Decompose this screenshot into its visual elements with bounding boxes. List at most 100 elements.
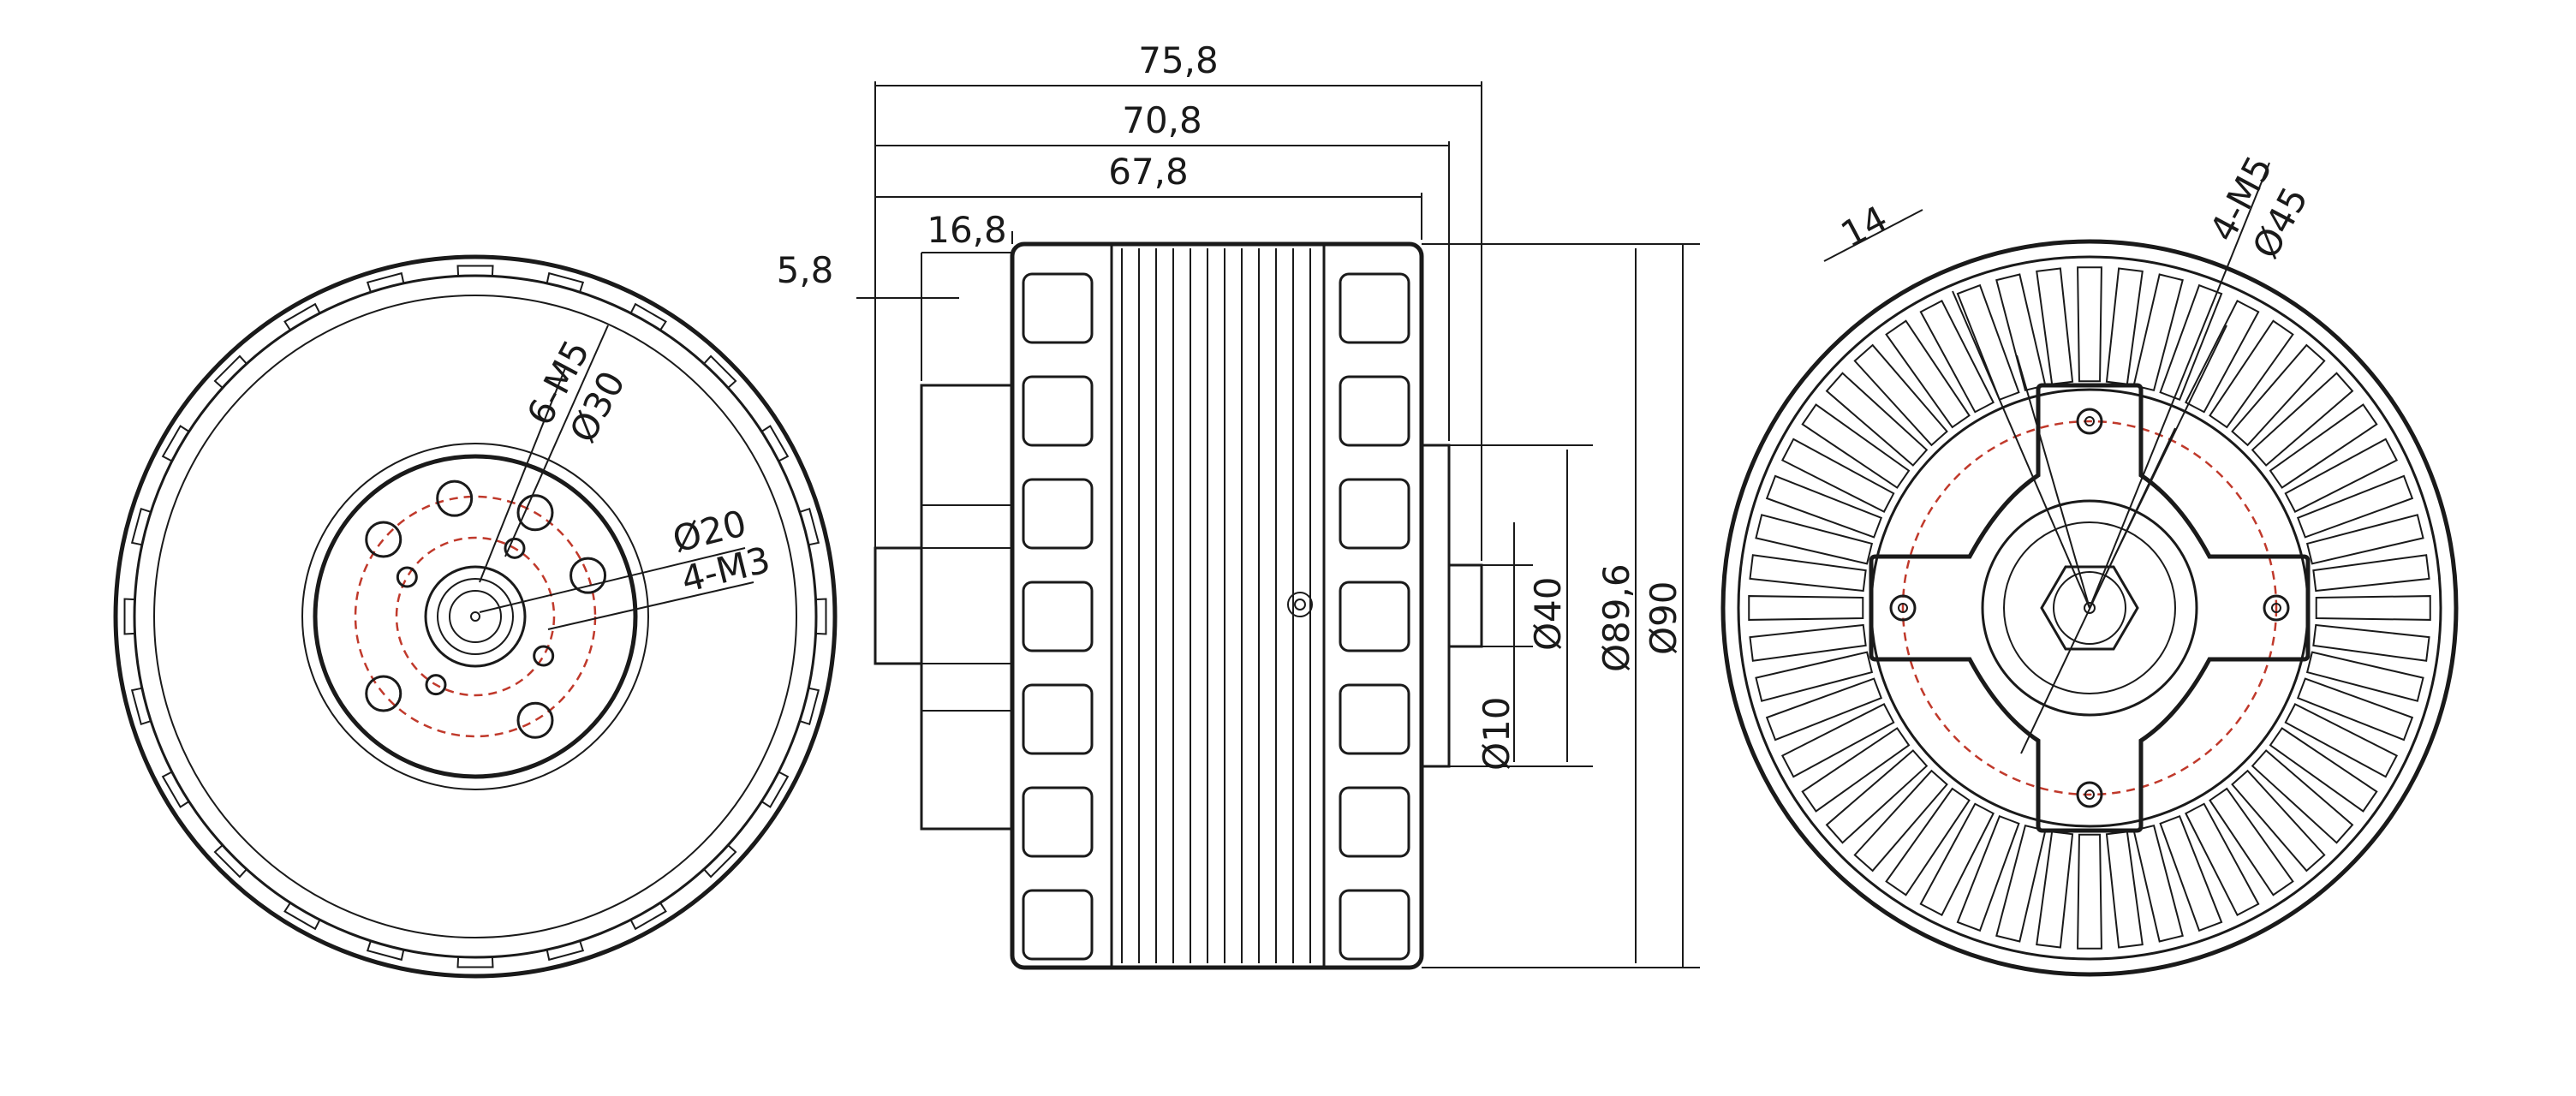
vent-window-left xyxy=(1022,889,1094,961)
cooling-fin xyxy=(2296,677,2414,742)
cooling-fin xyxy=(2185,299,2260,414)
rear-hole xyxy=(2076,408,2103,435)
rim-notch xyxy=(703,354,737,389)
rim-notch xyxy=(546,271,585,293)
cooling-fin xyxy=(2269,727,2378,813)
vent-window-left xyxy=(1022,786,1094,858)
cooling-fin xyxy=(1755,651,1874,702)
cooling-fin xyxy=(1885,787,1971,896)
front-shaft-center xyxy=(470,611,480,622)
vent-window-right xyxy=(1339,786,1410,858)
rear-hole xyxy=(1889,594,1917,622)
cooling-fin xyxy=(2305,651,2424,702)
m3-hole xyxy=(396,566,418,588)
rim-notch xyxy=(799,507,820,546)
rear-cross-mount xyxy=(1869,383,2311,833)
label-dia-90: Ø90 xyxy=(1643,581,1685,655)
cooling-fin xyxy=(2312,554,2430,593)
cooling-fin xyxy=(1780,703,1895,778)
label-length-67-8: 67,8 xyxy=(1108,151,1189,193)
vent-window-right xyxy=(1339,683,1410,755)
rear-hole xyxy=(2263,594,2290,622)
cooling-fin xyxy=(2185,802,2260,917)
rear-hole xyxy=(2076,781,2103,808)
rim-notch xyxy=(213,354,247,389)
rear-14-dim-line xyxy=(1823,209,1923,262)
cooling-fin xyxy=(1825,372,1929,467)
side-shaft-nut xyxy=(874,546,923,665)
cooling-fin xyxy=(2305,514,2424,565)
cooling-fin xyxy=(2105,267,2144,385)
m5-hole xyxy=(516,494,554,532)
vent-window-left xyxy=(1022,581,1094,652)
rim-notch xyxy=(130,507,152,546)
m3-hole xyxy=(425,674,447,696)
rear-outer-rim xyxy=(1720,239,2459,977)
cooling-fin xyxy=(1919,802,1995,917)
rim-notch xyxy=(629,902,667,931)
cooling-fin xyxy=(1853,769,1948,873)
cooling-fin xyxy=(1780,438,1895,513)
rim-notch xyxy=(546,940,585,962)
cooling-fin xyxy=(1748,595,1864,621)
rim-notch xyxy=(213,844,247,879)
rear-hole-center xyxy=(2271,603,2281,613)
side-bell-body xyxy=(1010,241,1424,970)
cooling-fin xyxy=(2269,403,2378,489)
vent-window-left xyxy=(1022,683,1094,755)
rear-view: 14 4-M5 Ø45 xyxy=(1720,149,2459,977)
front-shaft-core xyxy=(449,590,502,643)
front-shaft-bore xyxy=(424,565,527,668)
cooling-fin xyxy=(1995,824,2047,943)
rim-notch xyxy=(123,598,135,635)
cooling-fin xyxy=(1765,677,1883,742)
rim-notch xyxy=(703,844,737,879)
cooling-fin xyxy=(1885,319,1971,429)
cooling-fin xyxy=(1853,343,1948,447)
cooling-fin xyxy=(2315,595,2431,621)
label-dia-89-6: Ø89,6 xyxy=(1595,563,1637,672)
cooling-fin xyxy=(1801,403,1911,489)
cooling-fin xyxy=(2209,319,2294,429)
cooling-fin xyxy=(2251,372,2354,467)
rear-hole-center xyxy=(1898,603,1908,613)
rim-notch xyxy=(760,425,790,462)
front-leader-m3 xyxy=(547,581,754,630)
m3-hole xyxy=(504,537,526,559)
label-length-70-8: 70,8 xyxy=(1122,99,1202,141)
label-dia-40: Ø40 xyxy=(1527,576,1569,651)
cooling-fin xyxy=(1749,623,1867,662)
cooling-fin xyxy=(2077,833,2102,950)
cooling-fin xyxy=(2231,769,2326,873)
label-length-16-8: 16,8 xyxy=(927,209,1007,251)
rim-notch xyxy=(161,771,190,808)
cooling-fin xyxy=(1749,554,1867,593)
rim-notch xyxy=(130,687,152,726)
side-length-dimensions xyxy=(856,81,1482,561)
cooling-fin xyxy=(2132,824,2184,943)
cooling-fin xyxy=(2159,814,2223,932)
rear-inner-rim xyxy=(1737,255,2442,961)
m3-hole xyxy=(533,645,555,667)
cooling-fin xyxy=(2231,343,2326,447)
front-inner-rim xyxy=(133,274,818,959)
label-length-75-8: 75,8 xyxy=(1138,39,1219,81)
cooling-fin xyxy=(2312,623,2430,662)
cooling-fin xyxy=(2284,438,2399,513)
m5-hole xyxy=(365,521,402,558)
cooling-fin xyxy=(1825,749,1929,844)
vent-window-right xyxy=(1339,375,1410,447)
front-m5-holes xyxy=(365,480,607,739)
side-right-hub xyxy=(1420,444,1451,768)
front-hub-ring xyxy=(301,443,649,790)
rim-notch xyxy=(456,265,494,277)
cooling-fin xyxy=(1801,727,1911,813)
cooling-fin xyxy=(1995,273,2047,392)
vent-window-right xyxy=(1339,478,1410,550)
rear-hole-center xyxy=(2084,789,2095,800)
label-length-5-8: 5,8 xyxy=(777,249,834,291)
rear-center-boss xyxy=(1981,499,2198,717)
front-view: 6-M5 Ø30 Ø20 4-M3 xyxy=(113,254,838,979)
front-leader-20 xyxy=(479,547,746,613)
rear-cooling-fins xyxy=(1748,266,2431,950)
